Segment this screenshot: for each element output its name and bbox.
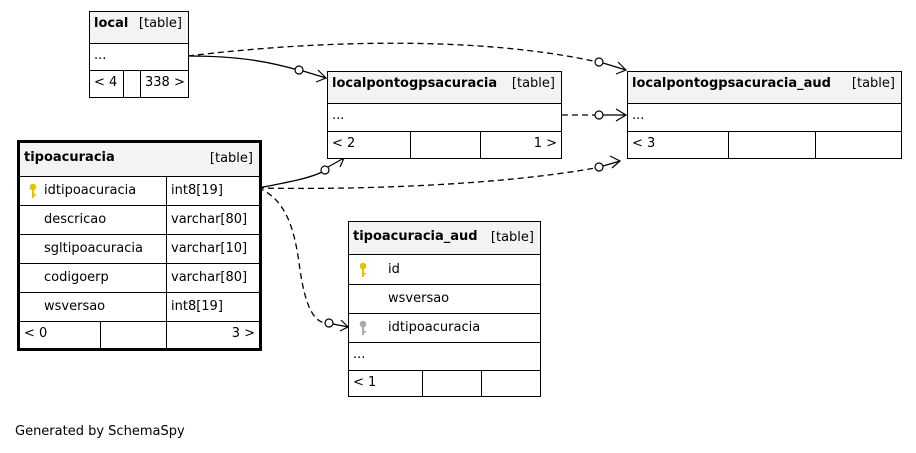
column-type: varchar[10]: [166, 235, 259, 263]
link-tipo-lpg: [257, 171, 323, 189]
ellipsis-text: ...: [353, 347, 366, 362]
link-local-localpontogpsacuracia: [187, 55, 299, 71]
table-name[interactable]: tipoacuracia_aud: [353, 229, 478, 244]
link-end-circle: [594, 162, 604, 172]
parents-count[interactable]: < 1: [353, 375, 377, 390]
column-row[interactable]: wsversao: [349, 284, 540, 313]
table-localpontogpsacuracia[interactable]: localpontogpsacuracia [table] ... < 2 1 …: [327, 71, 562, 159]
table-header[interactable]: tipoacuracia [table]: [20, 143, 259, 176]
footer-blank: [481, 371, 540, 396]
table-footer: < 3: [628, 131, 901, 158]
column-name[interactable]: codigoerp: [44, 270, 109, 285]
ellipsis-row: ...: [349, 342, 540, 370]
table-header[interactable]: localpontogpsacuracia_aud [table]: [628, 72, 901, 103]
column-row[interactable]: codigoerp varchar[80]: [20, 263, 259, 292]
children-count[interactable]: 3 >: [166, 322, 259, 348]
table-local[interactable]: local [table] ... < 4 338 >: [89, 11, 189, 98]
column-type: varchar[80]: [166, 264, 259, 292]
table-header[interactable]: localpontogpsacuracia [table]: [328, 72, 561, 103]
link-local-aud: [187, 42, 599, 63]
table-footer: < 1: [349, 370, 540, 396]
link-tipo-tipoaud: [257, 187, 327, 324]
ellipsis-text: ...: [94, 48, 107, 63]
footer-blank: [410, 132, 480, 158]
primary-key-icon: [359, 262, 367, 277]
parents-count[interactable]: < 3: [632, 136, 656, 151]
ellipsis-text: ...: [332, 108, 345, 123]
children-count[interactable]: 338 >: [140, 71, 188, 97]
parents-count[interactable]: < 2: [332, 136, 356, 151]
column-row[interactable]: wsversao int8[19]: [20, 292, 259, 321]
ellipsis-row: ...: [328, 103, 561, 131]
footer-blank: [123, 71, 140, 97]
column-name[interactable]: sgltipoacuracia: [44, 241, 143, 256]
link-crowfoot: [602, 155, 622, 169]
column-row[interactable]: id: [349, 254, 540, 284]
children-count[interactable]: 1 >: [480, 132, 561, 158]
table-name[interactable]: local: [94, 16, 129, 31]
foreign-key-icon: [359, 320, 367, 335]
parents-count[interactable]: < 0: [24, 326, 48, 341]
column-row[interactable]: descricao varchar[80]: [20, 205, 259, 234]
column-name[interactable]: idtipoacuracia: [388, 320, 481, 335]
link-end-circle: [594, 110, 604, 120]
footer-blank: [815, 132, 901, 158]
footer-blank: [422, 371, 481, 396]
link-tipo-lpgaud: [257, 167, 596, 190]
link-crowfoot: [332, 319, 350, 332]
column-name[interactable]: wsversao: [388, 291, 450, 306]
column-type: int8[19]: [166, 293, 259, 321]
link-end-circle: [594, 57, 604, 67]
table-header[interactable]: tipoacuracia_aud [table]: [349, 222, 540, 254]
table-type: [table]: [138, 16, 182, 31]
table-header[interactable]: local [table]: [90, 12, 188, 43]
ellipsis-row: ...: [628, 103, 901, 131]
link-crowfoot: [302, 69, 328, 83]
ellipsis-text: ...: [632, 108, 645, 123]
column-type: int8[19]: [166, 177, 259, 205]
column-name[interactable]: descricao: [44, 212, 107, 227]
ellipsis-row: ...: [90, 43, 188, 70]
table-type: [table]: [511, 76, 555, 91]
link-end-circle: [324, 318, 334, 328]
table-footer: < 0 3 >: [20, 321, 259, 348]
link-crowfoot: [603, 108, 628, 122]
link-crowfoot: [602, 61, 628, 75]
column-row[interactable]: sgltipoacuracia varchar[10]: [20, 234, 259, 263]
table-name[interactable]: tipoacuracia: [24, 150, 115, 165]
column-row[interactable]: idtipoacuracia: [349, 313, 540, 342]
column-name[interactable]: idtipoacuracia: [44, 183, 137, 198]
column-name[interactable]: wsversao: [44, 299, 106, 314]
table-tipoacuracia[interactable]: tipoacuracia [table] idtipoacuracia int8…: [17, 140, 262, 351]
link-end-circle: [320, 165, 330, 175]
table-footer: < 4 338 >: [90, 70, 188, 97]
table-name[interactable]: localpontogpsacuracia: [332, 76, 498, 91]
table-tipoacuracia-aud[interactable]: tipoacuracia_aud [table] id wsversao idt…: [348, 221, 541, 397]
link-end-circle: [294, 65, 304, 75]
parents-count[interactable]: < 4: [94, 75, 118, 90]
table-type: [table]: [209, 151, 253, 166]
table-name[interactable]: localpontogpsacuracia_aud: [632, 76, 831, 91]
column-type: varchar[80]: [166, 206, 259, 234]
footer-blank: [100, 322, 166, 348]
column-row[interactable]: idtipoacuracia int8[19]: [20, 176, 259, 205]
table-footer: < 2 1 >: [328, 131, 561, 158]
table-localpontogpsacuracia-aud[interactable]: localpontogpsacuracia_aud [table] ... < …: [627, 71, 902, 159]
table-type: [table]: [851, 76, 895, 91]
primary-key-icon: [29, 183, 37, 198]
generated-by-text: Generated by SchemaSpy: [15, 424, 185, 439]
column-name[interactable]: id: [388, 262, 400, 277]
table-type: [table]: [490, 230, 534, 245]
footer-blank: [728, 132, 815, 158]
